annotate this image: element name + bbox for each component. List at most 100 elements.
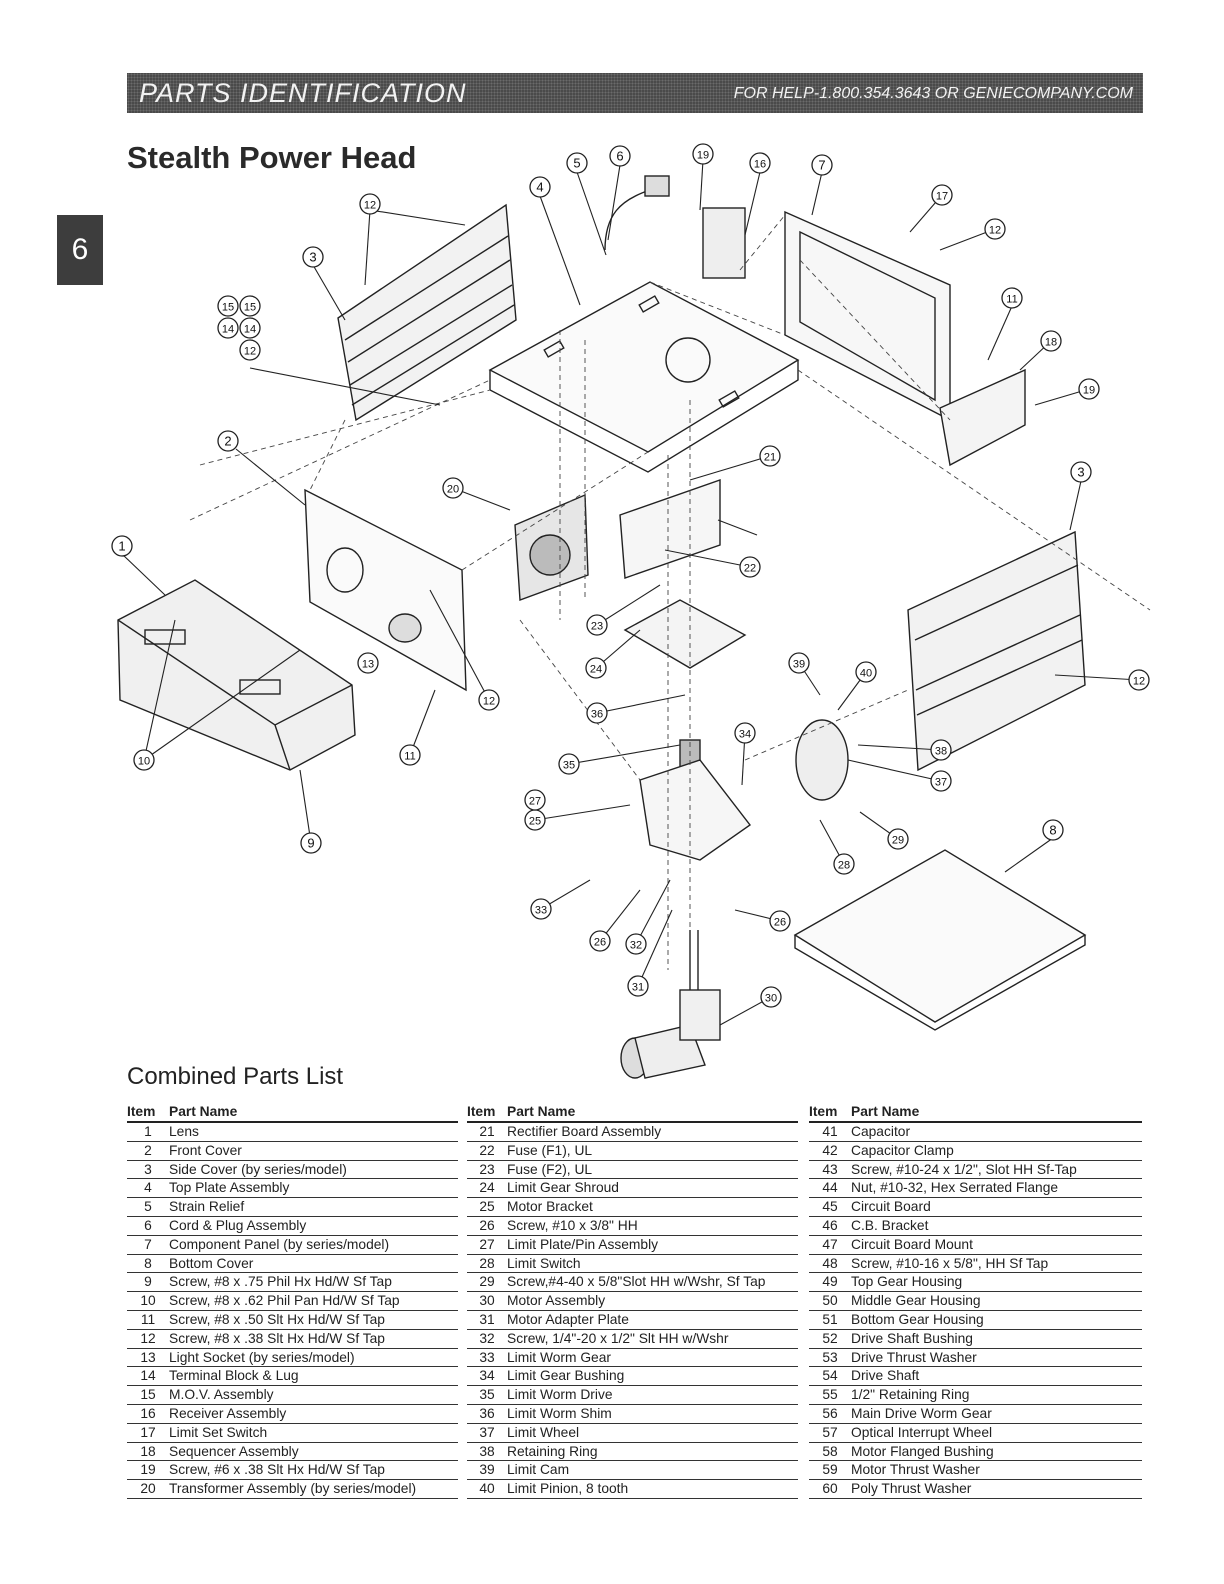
part-name: Optical Interrupt Wheel [851,1423,1142,1443]
svg-text:21: 21 [764,452,776,464]
callout-12: 12 [239,339,261,361]
svg-text:3: 3 [309,250,316,265]
svg-text:3: 3 [1077,465,1084,480]
part-name: Front Cover [169,1141,458,1161]
part-name: Middle Gear Housing [851,1291,1142,1311]
svg-text:20: 20 [447,484,459,496]
item-number: 15 [127,1385,169,1405]
part-name: Screw, #10-24 x 1/2", Slot HH Sf-Tap [851,1160,1142,1180]
part-name: Motor Thrust Washer [851,1460,1142,1481]
item-number: 51 [809,1310,851,1330]
item-number: 57 [809,1423,851,1443]
svg-text:36: 36 [591,709,603,721]
item-number: 23 [467,1160,507,1180]
item-number: 55 [809,1385,851,1405]
callout-19: 19 [1078,378,1100,400]
top-plate-drawing [488,281,800,473]
part-name: Screw, #10 x 3/8" HH [507,1216,798,1236]
callout-14: 14 [217,317,239,339]
callout-32: 32 [625,933,647,955]
part-name: Top Gear Housing [851,1272,1142,1293]
callout-30: 30 [760,986,782,1008]
part-name: Light Socket (by series/model) [169,1348,458,1368]
svg-text:23: 23 [591,621,603,633]
svg-text:18: 18 [1045,337,1057,349]
callout-23: 23 [586,614,608,636]
item-number: 46 [809,1216,851,1236]
receiver-board-drawing [702,207,746,279]
item-number: 53 [809,1348,851,1368]
svg-text:4: 4 [536,180,543,195]
callout-6: 6 [609,145,631,167]
item-number: 43 [809,1160,851,1180]
item-number: 52 [809,1329,851,1349]
parts-list-title: Combined Parts List [127,1063,344,1090]
side-cover-right-drawing [907,530,1086,772]
svg-text:11: 11 [1006,294,1017,306]
callout-21: 21 [759,445,781,467]
svg-text:15: 15 [244,302,256,314]
item-header: Item [467,1103,507,1123]
item-number: 58 [809,1442,851,1462]
svg-text:12: 12 [1133,676,1145,688]
item-number: 60 [809,1479,851,1499]
item-number: 42 [809,1141,851,1161]
part-name: Limit Gear Bushing [507,1366,798,1387]
callout-9: 9 [300,832,322,854]
part-name: Circuit Board [851,1197,1142,1217]
callout-16: 16 [749,152,771,174]
svg-text:12: 12 [989,225,1001,237]
item-number: 12 [127,1329,169,1349]
callout-8: 8 [1042,819,1064,841]
svg-text:24: 24 [590,664,602,676]
part-name: C.B. Bracket [851,1216,1142,1236]
item-number: 50 [809,1291,851,1311]
part-name: Limit Gear Shroud [507,1178,798,1199]
part-name: Receiver Assembly [169,1404,458,1424]
callout-40: 40 [855,661,877,683]
item-number: 49 [809,1272,851,1293]
part-name: Limit Wheel [507,1423,798,1443]
callout-10: 10 [133,749,155,771]
callout-22: 22 [739,556,761,578]
callout-13: 13 [357,652,379,674]
item-number: 21 [467,1122,507,1142]
callout-38: 38 [930,739,952,761]
callout-12: 12 [478,689,500,711]
callout-36: 36 [586,702,608,724]
part-name: Motor Bracket [507,1197,798,1217]
motor-bracket-drawing [639,759,752,861]
part-name: Fuse (F2), UL [507,1160,798,1180]
callout-12: 12 [1128,669,1150,691]
item-number: 27 [467,1235,507,1255]
callout-2: 2 [217,430,239,452]
item-number: 6 [127,1216,169,1236]
part-name: Motor Assembly [507,1291,798,1311]
part-name: Capacitor Clamp [851,1141,1142,1161]
svg-text:33: 33 [535,905,547,917]
item-number: 3 [127,1160,169,1180]
svg-text:29: 29 [892,835,904,847]
item-number: 16 [127,1404,169,1424]
item-number: 48 [809,1254,851,1274]
part-name: Limit Set Switch [169,1423,458,1443]
chapter-tab: 6 [57,215,103,285]
svg-text:37: 37 [935,777,947,789]
transformer-drawing [514,493,589,601]
part-name: Sequencer Assembly [169,1442,458,1462]
svg-text:9: 9 [307,836,314,851]
